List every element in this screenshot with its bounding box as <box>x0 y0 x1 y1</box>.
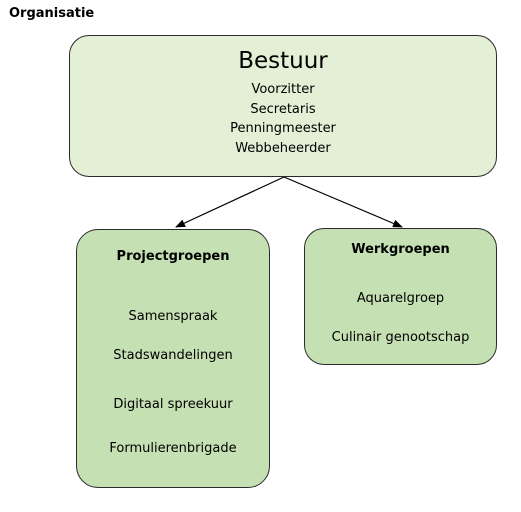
workgroups-item: Culinair genootschap <box>331 330 470 345</box>
projectgroups-item: Stadswandelingen <box>113 348 233 363</box>
projectgroups-item: Formulierenbrigade <box>109 441 237 456</box>
workgroups-title: Werkgroepen <box>351 242 450 257</box>
projectgroups-box: Projectgroepen Samenspraak Stadswandelin… <box>76 229 270 488</box>
board-box: Bestuur Voorzitter Secretaris Penningmee… <box>69 35 497 177</box>
page-title: Organisatie <box>9 6 95 21</box>
board-role: Webbeheerder <box>235 140 331 156</box>
workgroups-box: Werkgroepen Aquarelgroep Culinair genoot… <box>304 228 497 365</box>
board-role: Penningmeester <box>230 121 336 136</box>
arrow-to-werkgroepen <box>283 176 403 228</box>
workgroups-item: Aquarelgroep <box>356 291 445 306</box>
arrow-to-projectgroepen <box>175 176 285 228</box>
projectgroups-title: Projectgroepen <box>116 249 230 264</box>
board-roles: Voorzitter Secretaris Penningmeester Web… <box>70 80 496 158</box>
projectgroups-item: Digitaal spreekuur <box>113 397 233 412</box>
projectgroups-item: Samenspraak <box>128 309 218 324</box>
board-title: Bestuur <box>238 48 328 74</box>
board-role: Secretaris <box>250 101 316 117</box>
board-role: Voorzitter <box>251 82 315 97</box>
